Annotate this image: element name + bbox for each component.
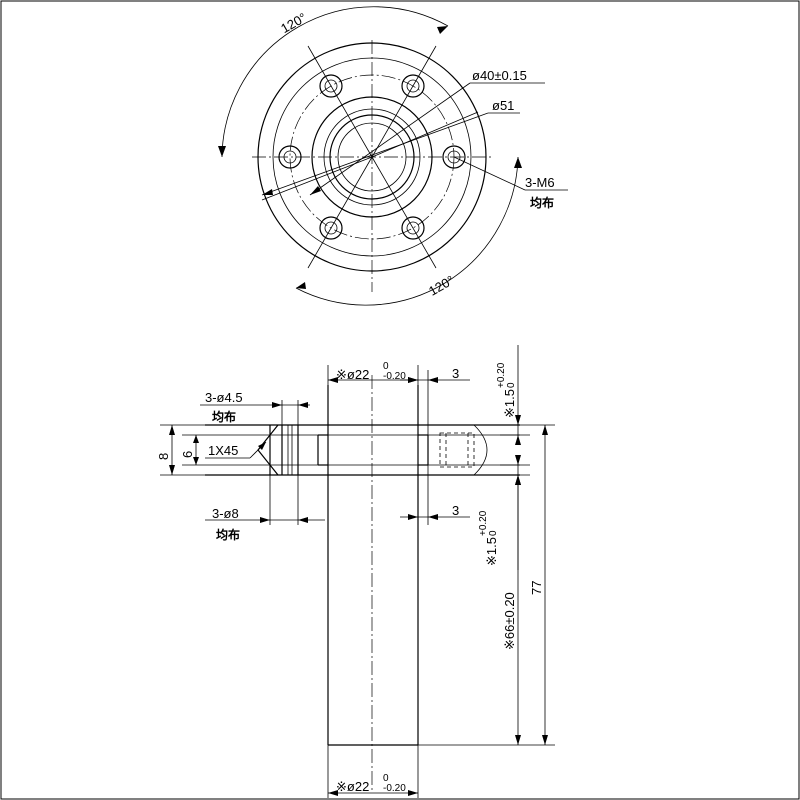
arc-arrow-bottom-end bbox=[514, 157, 522, 168]
flange-th2-arrow-1 bbox=[408, 514, 418, 520]
arc-arrow-top-start bbox=[437, 26, 448, 34]
holes8-arrow-1 bbox=[260, 517, 270, 523]
bolt-hole-5 bbox=[319, 216, 343, 240]
dim-6-arrow-2 bbox=[193, 457, 199, 465]
radial-line-2 bbox=[371, 45, 437, 158]
bottom-dia-upper: 0 bbox=[383, 773, 389, 784]
height-6-label: 6 bbox=[180, 451, 195, 458]
step-top-lower: 0 bbox=[506, 382, 517, 388]
chamfer-edge bbox=[257, 424, 279, 476]
od-arrow bbox=[262, 189, 273, 195]
radial-line-4 bbox=[371, 156, 437, 269]
total-length-arrow-2 bbox=[542, 735, 548, 745]
holes45-arrow-1 bbox=[272, 402, 282, 408]
pcd-label: ø40±0.15 bbox=[472, 68, 527, 83]
step-top-arrow-2 bbox=[515, 435, 521, 445]
radial-line-1 bbox=[307, 45, 373, 158]
angle-arc-top bbox=[221, 6, 449, 158]
tap-leader bbox=[453, 156, 526, 191]
angle-label-top: 120° bbox=[278, 10, 309, 36]
top-view: 120° 120° ø40±0.15 ø51 3-M6 均布 bbox=[218, 6, 568, 306]
dim-6-arrow-1 bbox=[193, 435, 199, 443]
bolt-hole-2 bbox=[401, 74, 425, 98]
tap-holes-note: 均布 bbox=[530, 195, 554, 210]
flange-th-arrow-2 bbox=[428, 377, 438, 383]
step-bottom-arrow-1 bbox=[515, 455, 521, 465]
top-dia-arrow-l bbox=[328, 377, 338, 383]
chamfer-label: 1X45 bbox=[208, 443, 238, 458]
bolt-hole-6 bbox=[401, 216, 425, 240]
holes-8-label: 3-ø8 bbox=[212, 506, 239, 521]
tap-holes-label: 3-M6 bbox=[525, 175, 555, 190]
od-label: ø51 bbox=[492, 98, 514, 113]
dim-8-arrow-2 bbox=[169, 465, 175, 475]
od-leader bbox=[261, 112, 489, 196]
total-length-label: 77 bbox=[529, 581, 544, 595]
holes-8-note: 均布 bbox=[216, 527, 240, 542]
flange-th2-arrow-2 bbox=[428, 514, 438, 520]
flange-th-label-bottom: 3 bbox=[452, 503, 459, 518]
tapped-hole-section bbox=[439, 432, 475, 468]
step-top-arrow-1 bbox=[515, 415, 521, 425]
bot-dia-arrow-l bbox=[328, 790, 338, 796]
step-bottom-upper: +0.20 bbox=[478, 510, 489, 536]
step-top-label: ※1.5 bbox=[502, 389, 517, 418]
tapped-hole bbox=[442, 145, 466, 169]
right-flange-end bbox=[473, 424, 488, 476]
total-length-arrow-1 bbox=[542, 425, 548, 435]
holes45-arrow-2 bbox=[298, 402, 308, 408]
pcd-leader bbox=[309, 82, 471, 196]
top-dia-upper: 0 bbox=[383, 361, 389, 372]
step-bottom-label: ※1.5 bbox=[484, 537, 499, 566]
step-bottom-lower: 0 bbox=[488, 530, 499, 536]
holes-45-label: 3-ø4.5 bbox=[205, 390, 243, 405]
flange-th-arrow-1 bbox=[408, 377, 418, 383]
radial-line-6 bbox=[371, 111, 479, 158]
bolt-hole-1 bbox=[319, 74, 343, 98]
top-dia-lower: -0.20 bbox=[383, 371, 406, 382]
holes8-arrow-2 bbox=[298, 517, 308, 523]
bolt-hole-3 bbox=[278, 145, 302, 169]
dim-8-arrow-1 bbox=[169, 425, 175, 435]
body-length-arrow-2 bbox=[515, 735, 521, 745]
radial-line-3 bbox=[307, 156, 373, 269]
holes-45-note: 均布 bbox=[212, 409, 236, 424]
angle-label-bottom: 120° bbox=[426, 272, 457, 298]
step-top-upper: +0.20 bbox=[496, 362, 507, 388]
bottom-dia-lower: -0.20 bbox=[383, 783, 406, 794]
flange-th-label-top: 3 bbox=[452, 366, 459, 381]
body-length-label: ※66±0.20 bbox=[502, 592, 517, 650]
bot-dia-arrow-r bbox=[408, 790, 418, 796]
side-view: ※ø22 0 -0.20 3 3 ※1.5 +0.20 0 bbox=[156, 345, 555, 798]
body-length-arrow-1 bbox=[515, 475, 521, 485]
bottom-dia-label: ※ø22 bbox=[336, 779, 369, 794]
arc-arrow-bottom-start bbox=[296, 282, 306, 289]
arc-arrow-top-end bbox=[218, 146, 226, 157]
pcd-arrow bbox=[310, 186, 321, 195]
top-dia-label: ※ø22 bbox=[336, 367, 369, 382]
chamfer-arrow bbox=[258, 442, 266, 450]
angle-arc-bottom bbox=[295, 156, 519, 306]
height-8-label: 8 bbox=[156, 453, 171, 460]
